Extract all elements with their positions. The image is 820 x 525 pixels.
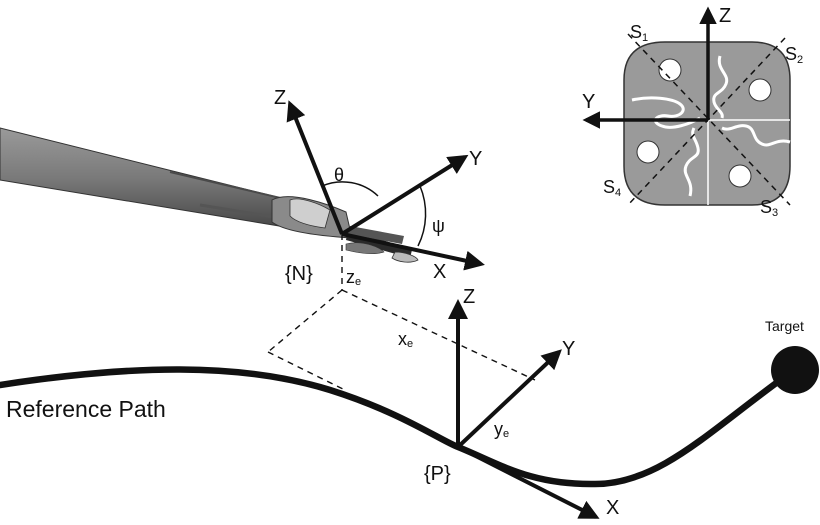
needle-x-axis bbox=[341, 232, 485, 271]
path-y-label: Y bbox=[562, 338, 575, 360]
segment-s4-label: S4 bbox=[603, 177, 621, 199]
psi-symbol: ψ bbox=[432, 216, 445, 236]
target-label: Target bbox=[765, 318, 804, 334]
lumen bbox=[748, 78, 772, 102]
segment-s1-label: S1 bbox=[630, 22, 648, 44]
needle-y-axis bbox=[340, 154, 469, 236]
needle-z-axis bbox=[286, 100, 344, 235]
needle-z-label: Z bbox=[274, 87, 286, 109]
lumen bbox=[636, 140, 660, 164]
segment-s2-label: S2 bbox=[785, 44, 803, 66]
needle-origin-label: {N} bbox=[285, 263, 313, 285]
theta-arc bbox=[321, 181, 379, 197]
theta-symbol: θ bbox=[334, 165, 344, 185]
path-origin-label: {P} bbox=[424, 463, 451, 485]
needle-frame: Z Y X θ ψ {N} bbox=[274, 87, 485, 285]
section-z-label: Z bbox=[719, 5, 731, 27]
cross-section-body bbox=[623, 41, 791, 206]
path-y-axis bbox=[456, 349, 562, 449]
path-x-label: X bbox=[606, 497, 619, 519]
segment-s3-label: S3 bbox=[760, 197, 778, 219]
z-error-label: ze bbox=[346, 267, 361, 288]
cross-section-inset: Z Y S1 S2 S3 S4 bbox=[582, 5, 803, 219]
target-marker bbox=[771, 346, 819, 394]
path-frame: Z Y X {P} bbox=[424, 286, 619, 519]
y-error-label: ye bbox=[494, 419, 509, 440]
section-y-label: Y bbox=[582, 91, 595, 113]
error-projection bbox=[267, 234, 536, 391]
lumen bbox=[728, 164, 752, 188]
needle-x-label: X bbox=[433, 261, 446, 283]
needle-y-label: Y bbox=[469, 148, 482, 170]
x-error-label: xe bbox=[398, 329, 413, 350]
needle-instrument bbox=[0, 127, 419, 263]
reference-path-label: Reference Path bbox=[6, 396, 166, 422]
lumen bbox=[658, 58, 682, 82]
path-z-label: Z bbox=[463, 286, 475, 308]
psi-arc bbox=[417, 185, 427, 247]
path-x-axis bbox=[457, 445, 600, 519]
reference-path bbox=[0, 366, 794, 488]
